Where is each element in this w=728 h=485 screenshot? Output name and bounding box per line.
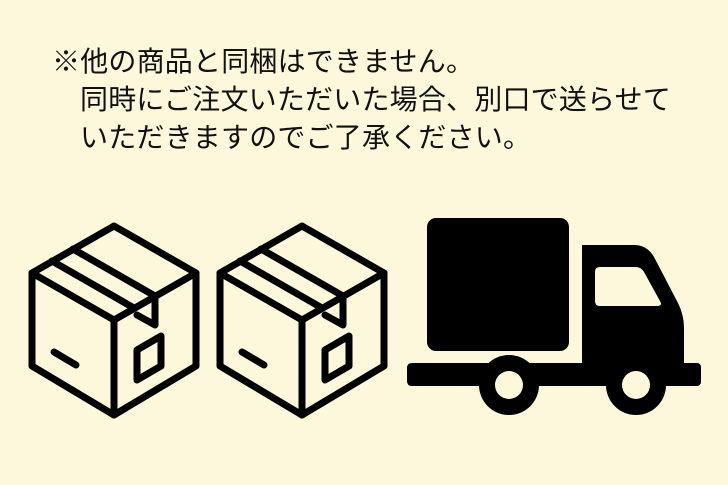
notice-line-3: いただきますのでご了承ください。 <box>80 123 532 154</box>
package-box-icon <box>24 205 204 430</box>
delivery-truck-icon <box>404 205 704 430</box>
package-box-icon <box>212 205 392 430</box>
truck-cab <box>582 245 684 363</box>
icon-row <box>0 205 728 430</box>
notice-text-block: ※他の商品と同梱はできません。 同時にご注文いただいた場合、別口で送らせて いた… <box>52 44 712 158</box>
truck-front-hub <box>622 371 650 399</box>
truck-bumper <box>676 363 701 386</box>
notice-line-2: 同時にご注文いただいた場合、別口で送らせて <box>80 85 672 116</box>
truck-cargo-body <box>427 218 569 351</box>
truck-rear-hub <box>495 371 523 399</box>
notice-line-1: ※他の商品と同梱はできません。 <box>52 47 475 78</box>
